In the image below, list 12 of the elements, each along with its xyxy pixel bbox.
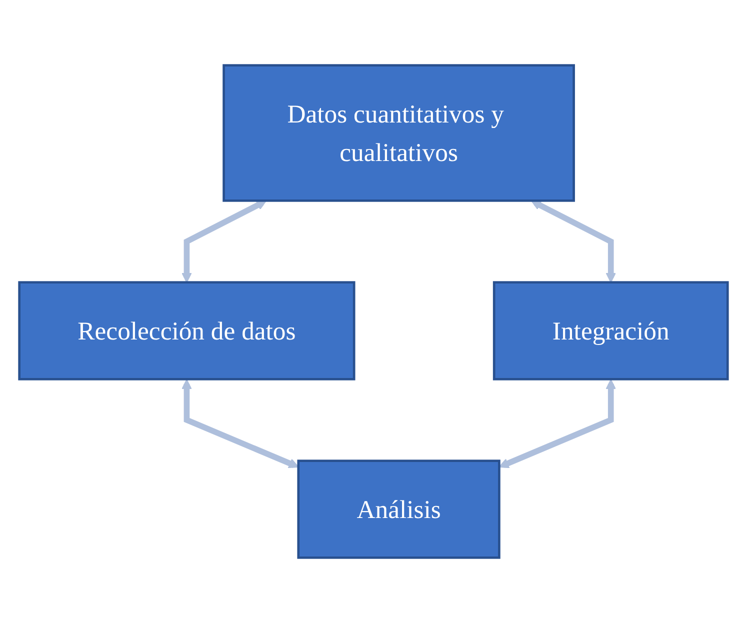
box-label: Datos cuantitativos y cualitativos <box>286 98 505 169</box>
process-box <box>297 460 500 559</box>
double-arrow <box>182 379 299 468</box>
process-box <box>492 281 729 380</box>
process-box <box>222 64 575 202</box>
double-arrow <box>498 379 616 468</box>
double-arrow <box>531 200 616 283</box>
box-label: Recolección de datos <box>78 315 296 348</box>
box-label: Análisis <box>356 494 441 526</box>
box-label: Integración <box>552 315 670 348</box>
process-box <box>18 281 356 380</box>
double-arrow <box>182 200 267 283</box>
